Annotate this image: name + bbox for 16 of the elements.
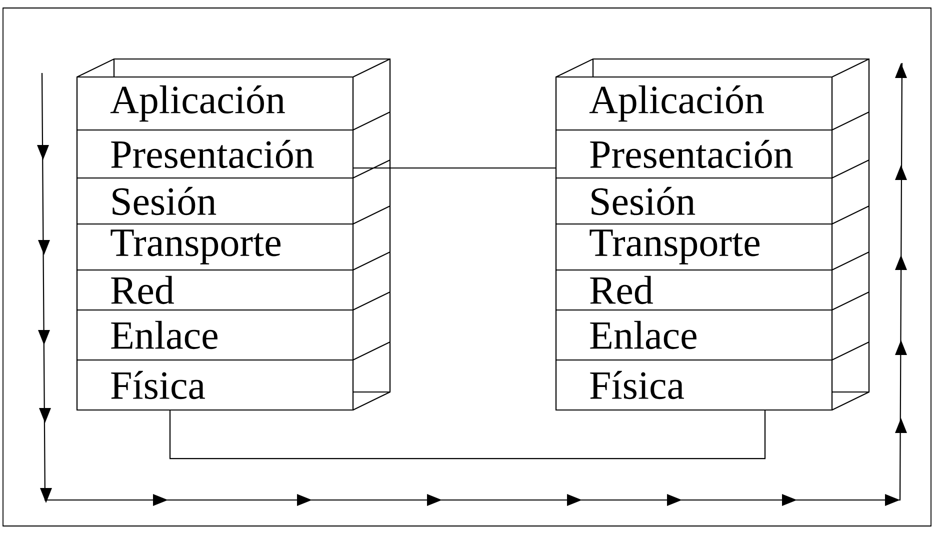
layer-box: Transporte: [76, 223, 354, 271]
layer-box: Enlace: [555, 309, 833, 361]
layer-box: Sesión: [555, 177, 833, 225]
layer-box: Física: [76, 359, 354, 411]
layer-box: Red: [555, 269, 833, 311]
connector-line: [169, 410, 766, 460]
connector-line: [354, 167, 556, 169]
layer-box: Aplicación: [76, 76, 354, 131]
layer-box: Presentación: [555, 129, 833, 179]
layer-box: Red: [76, 269, 354, 311]
layer-box: Transporte: [555, 223, 833, 271]
layer-box: Presentación: [76, 129, 354, 179]
layer-box: Enlace: [76, 309, 354, 361]
layer-box: Sesión: [76, 177, 354, 225]
layer-box: Física: [555, 359, 833, 411]
layer-box: Aplicación: [555, 76, 833, 131]
